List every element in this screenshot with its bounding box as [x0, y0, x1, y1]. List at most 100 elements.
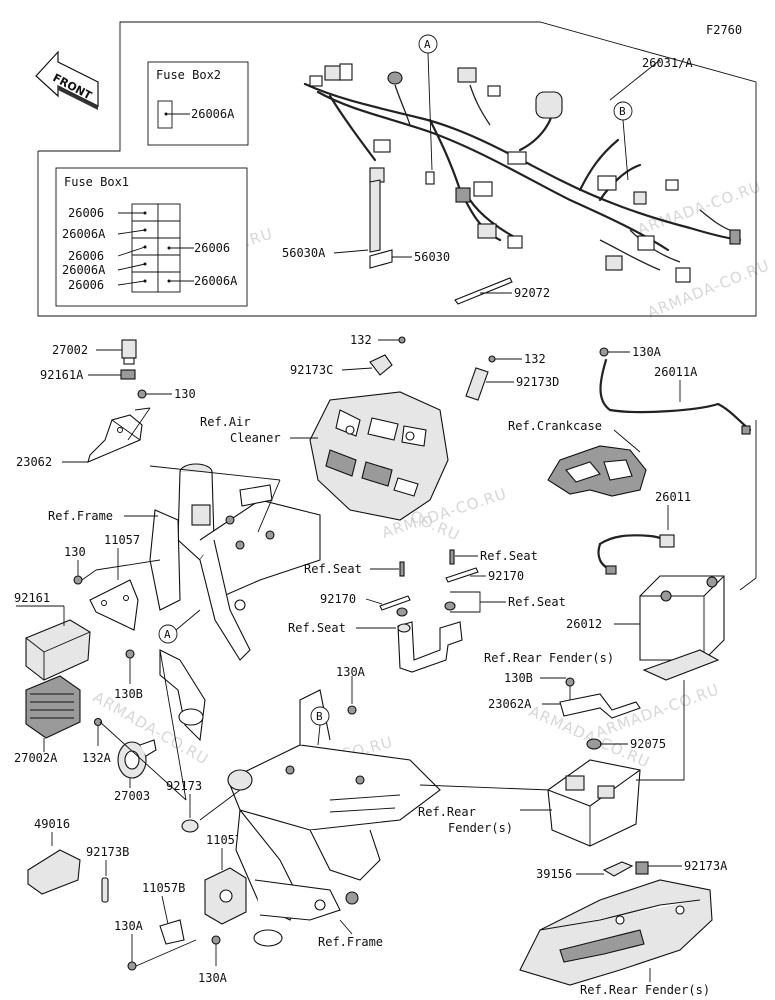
part-label-39156: 39156: [536, 867, 572, 881]
wiring-harness-icon: [303, 63, 742, 283]
damper-92075-icon: [586, 738, 602, 750]
rear-fender-icon: [519, 879, 713, 986]
pad-39156-icon: [602, 861, 634, 877]
callout-a-lower: A: [164, 628, 171, 641]
clamp-92173d-icon: [465, 367, 489, 401]
bolt-132-left-icon: [398, 336, 406, 344]
part-label-92173b: 92173B: [86, 845, 129, 859]
part-label-92072: 92072: [514, 286, 550, 300]
part-label-92075: 92075: [630, 737, 666, 751]
air-cleaner-icon: [309, 391, 449, 521]
fuse-box2-title: Fuse Box2: [156, 68, 221, 82]
part-label-92170-right: 92170: [488, 569, 524, 583]
cover-49016-icon: [27, 849, 81, 895]
ecu-92161-icon: [25, 619, 91, 681]
band-92173b-icon: [101, 877, 109, 903]
fuse-box1-left-part: 26006: [68, 249, 104, 263]
bolt-ref-seat-left-icon: [399, 561, 405, 577]
front-frame-icon: [149, 463, 321, 742]
bracket-56030-icon: [369, 249, 393, 269]
part-label-ref-seat-3: Ref.Seat: [508, 595, 566, 609]
part-label-ref-rear-fender-2b: Fender(s): [448, 821, 513, 835]
part-label-130b-right: 130B: [504, 671, 533, 685]
cable-26011a-icon: [599, 358, 752, 432]
fuse-box1-right-part: 26006: [194, 241, 230, 255]
bracket-11057b-icon: [159, 919, 185, 945]
part-label-26012: 26012: [566, 617, 602, 631]
part-label-132a: 132A: [82, 751, 112, 765]
bolt-130-icon: [137, 389, 147, 399]
part-label-27002a: 27002A: [14, 751, 58, 765]
damper-seat-left-icon: [396, 607, 408, 617]
part-label-130-mid: 130: [64, 545, 86, 559]
battery-26012-icon: [639, 575, 725, 661]
band-92173-icon: [181, 819, 199, 833]
horn-27003-icon: [117, 739, 157, 779]
clamp-92173c-icon: [369, 354, 393, 376]
part-label-132-left: 132: [350, 333, 372, 347]
clamp-92173a-icon: [635, 861, 649, 875]
callout-a-lower-icon: [158, 624, 178, 644]
part-label-92173c: 92173C: [290, 363, 333, 377]
bolt-130b-icon: [125, 649, 135, 659]
part-label-27003: 27003: [114, 789, 150, 803]
fuse-box1-left-part: 26006A: [62, 227, 106, 241]
fuse-box1-left-part: 26006: [68, 278, 104, 292]
fuse-box1-right-part: 26006A: [194, 274, 238, 288]
bracket-11057a-icon: [204, 867, 247, 925]
bolt-130a-left-icon: [127, 961, 137, 971]
part-label-92173d: 92173D: [516, 375, 559, 389]
part-label-ref-seat-4: Ref.Seat: [288, 621, 346, 635]
part-label-23062: 23062: [16, 455, 52, 469]
part-label-132-right: 132: [524, 352, 546, 366]
part-label-56030a: 56030A: [282, 246, 326, 260]
part-label-92173a: 92173A: [684, 859, 728, 873]
part-label-ref-rear-fender-3: Ref.Rear Fender(s): [580, 983, 710, 997]
fuse-box1-left-part: 26006: [68, 206, 104, 220]
bolt-132a-icon: [93, 717, 103, 727]
bolt-ref-seat-right-icon: [449, 549, 455, 565]
harness-frame: [37, 21, 757, 317]
pad-rear-fender-icon: [642, 649, 720, 681]
figure-code: F2760: [706, 23, 742, 37]
part-label-130a-bottom: 130A: [198, 971, 228, 985]
front-arrow-icon: FRONT: [35, 50, 99, 110]
part-label-11057: 11057: [104, 533, 140, 547]
part-label-130a-left: 130A: [114, 919, 144, 933]
regulator-27002a-icon: [25, 675, 81, 739]
crankcase-icon: [547, 445, 647, 497]
part-label-ref-frame-bottom: Ref.Frame: [318, 935, 383, 949]
part-label-130a-top: 130A: [632, 345, 662, 359]
rear-frame-icon: [227, 689, 441, 947]
part-label-ref-air-cleaner-1: Ref.Air: [200, 415, 251, 429]
bracket-56030a-icon: [369, 179, 381, 253]
part-label-27002: 27002: [52, 343, 88, 357]
part-label-92173: 92173: [166, 779, 202, 793]
band-92072-icon: [454, 277, 513, 305]
part-label-49016: 49016: [34, 817, 70, 831]
part-label-ref-air-cleaner-2: Cleaner: [230, 431, 281, 445]
callout-a: A: [424, 38, 431, 51]
part-label-ref-seat-2: Ref.Seat: [480, 549, 538, 563]
plate-11057-icon: [89, 579, 139, 631]
part-label-56030: 56030: [414, 250, 450, 264]
fuse-box2-part: 26006A: [191, 107, 235, 121]
damper-seat-icon: [444, 601, 456, 611]
part-label-26011a: 26011A: [654, 365, 698, 379]
part-label-23062a: 23062A: [488, 697, 532, 711]
band-92170-left-icon: [379, 595, 411, 611]
seat-bracket-icon: [397, 621, 463, 673]
callout-b-lower: B: [316, 710, 323, 723]
fuse-box1-left-part: 26006A: [62, 263, 106, 277]
fuse-box2: Fuse Box2 26006A: [147, 61, 249, 146]
bolt-130a-center-icon: [347, 705, 357, 715]
part-label-ref-rear-fender-2a: Ref.Rear: [418, 805, 476, 819]
battery-case-icon: [547, 759, 641, 847]
watermark: ARMADA-CO.RU: [645, 256, 773, 322]
relay-27002-icon: [120, 339, 137, 380]
bolt-130a-bottom-icon: [211, 935, 221, 945]
bolt-130-mid-icon: [73, 575, 83, 585]
fuse-box1: Fuse Box1 26006 26006A 26006 26006A 2600…: [55, 167, 248, 307]
part-label-92170-left: 92170: [320, 592, 356, 606]
